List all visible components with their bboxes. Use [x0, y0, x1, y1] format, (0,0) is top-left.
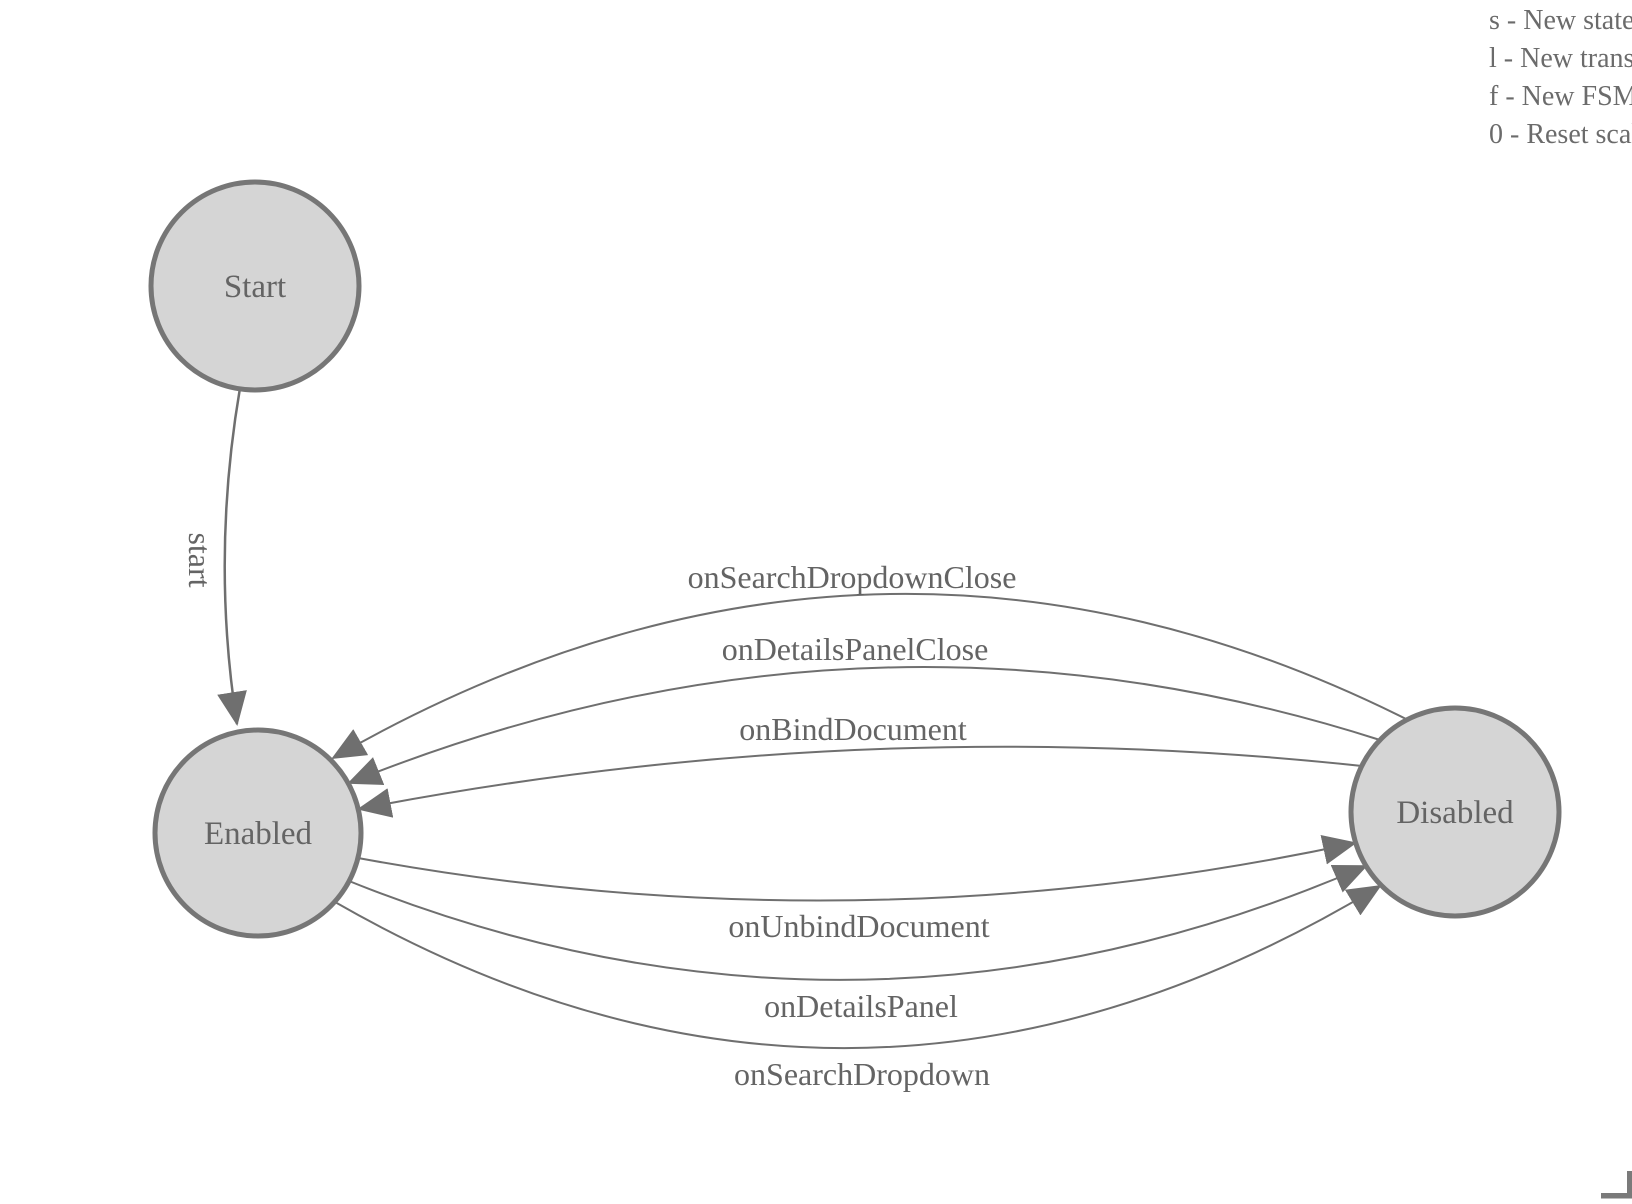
state-label-enabled: Enabled: [204, 816, 313, 852]
state-node-start[interactable]: [148, 179, 362, 393]
edge-label-start: start: [182, 532, 218, 587]
edge-label-onUnbindDocument: onUnbindDocument: [728, 908, 989, 944]
state-node-disabled[interactable]: [1348, 705, 1562, 919]
edge-label-onSearchDropdown: onSearchDropdown: [734, 1056, 990, 1092]
edge-onDetailsPanel: [348, 864, 1368, 981]
edge-label-onDetailsPanel: onDetailsPanel: [764, 988, 958, 1024]
state-nodes: Start Enabled Disabled: [148, 179, 1562, 939]
edge-onSearchDropdown: [334, 884, 1382, 1050]
edge-onSearchDropdownClose: [331, 592, 1409, 759]
edge-group: [217, 387, 1409, 1050]
edge-label-onBindDocument: onBindDocument: [739, 711, 967, 747]
edge-label-onSearchDropdownClose: onSearchDropdownClose: [688, 559, 1017, 595]
state-label-start: Start: [224, 269, 286, 305]
edge-labels: start onSearchDropdownClose onDetailsPan…: [182, 532, 1016, 1092]
edge-onDetailsPanelClose: [347, 666, 1381, 785]
legend-line-reset-scale: 0 - Reset scale: [1489, 119, 1632, 150]
edge-label-onDetailsPanelClose: onDetailsPanelClose: [722, 631, 989, 667]
corner-bracket-vertical: [1627, 1171, 1632, 1198]
legend-line-new-state: s - New state: [1489, 5, 1632, 36]
legend-line-new-transition: l - New transition: [1489, 43, 1632, 74]
edge-onUnbindDocument: [357, 835, 1357, 902]
edge-start-to-enabled: [217, 387, 247, 726]
edge-onBindDocument: [357, 745, 1363, 818]
state-node-enabled[interactable]: [152, 727, 364, 939]
shortcut-legend: s - New state l - New transition f - New…: [1489, 5, 1632, 150]
canvas-corner-bracket: [1601, 1171, 1632, 1199]
state-label-disabled: Disabled: [1396, 795, 1514, 831]
legend-line-new-fsm: f - New FSM: [1489, 81, 1632, 112]
corner-bracket-horizontal: [1601, 1193, 1632, 1199]
